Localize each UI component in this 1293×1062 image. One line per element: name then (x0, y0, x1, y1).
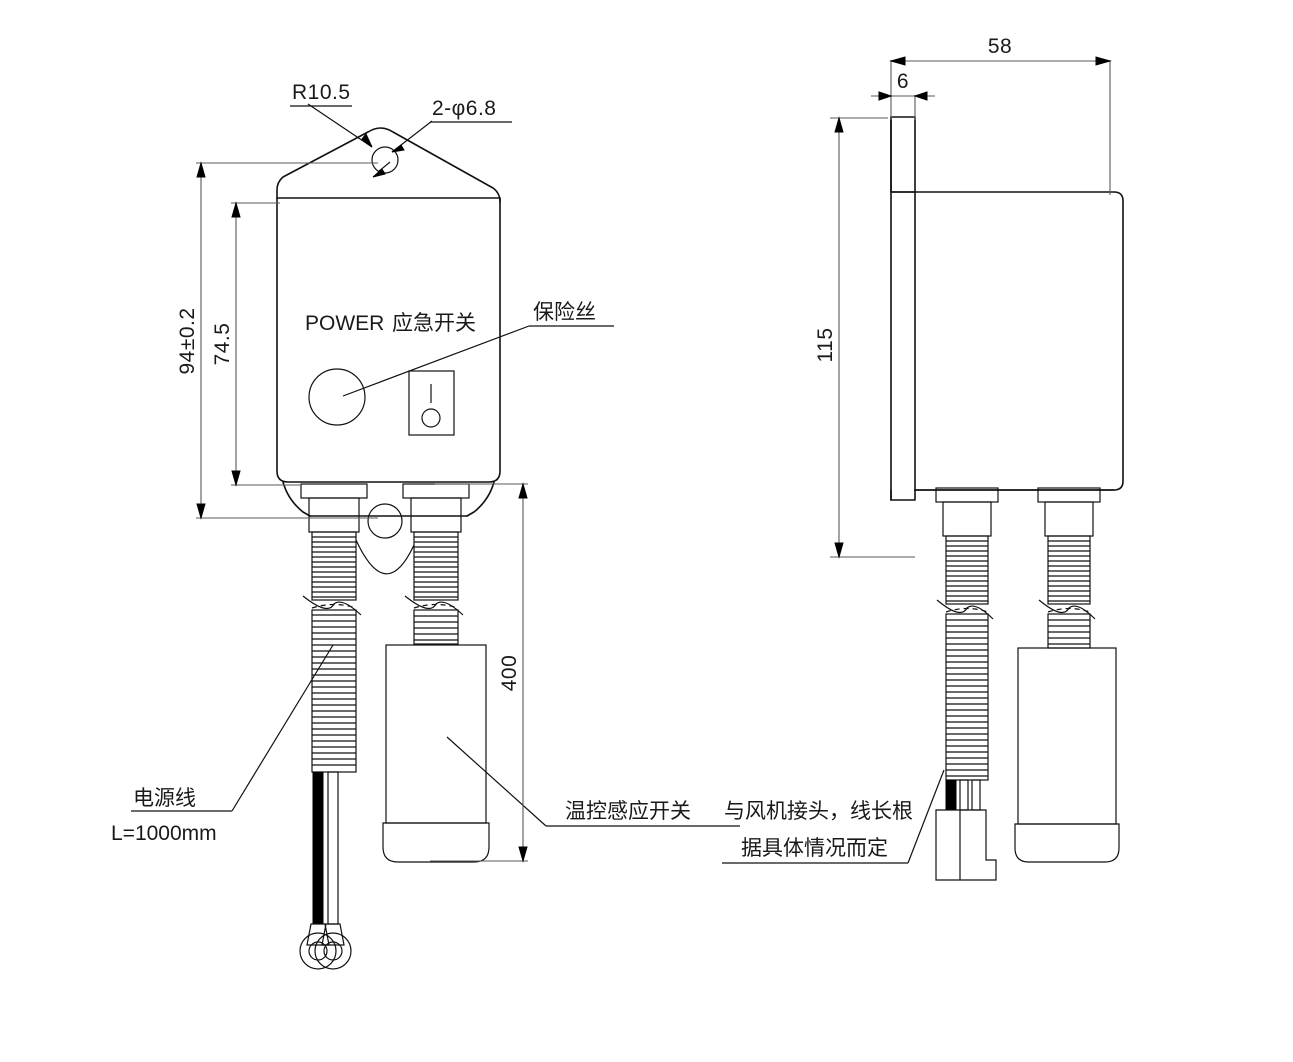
emergency-rocker-switch[interactable] (408, 370, 455, 436)
corrugated-conduit-left-lower (311, 609, 357, 773)
gland-loop (355, 539, 415, 575)
housing-top-bracket (276, 127, 501, 203)
front-view: POWER 应急开关 保险丝 (111, 81, 740, 970)
side-cable-gland-right (1014, 487, 1120, 863)
side-corrugated-right-upper (1047, 535, 1091, 605)
power-cable-leader (131, 644, 334, 812)
housing-body (276, 197, 501, 483)
side-break-mark-left (936, 599, 994, 620)
cable-gland-left (299, 483, 368, 970)
label-fan-connector-line2: 据具体情况而定 (741, 836, 888, 860)
side-corrugated-left-lower (945, 613, 989, 781)
cable-gland-right (382, 483, 490, 863)
mounting-hole-bottom (367, 503, 403, 539)
dim-text-2-phi-6-8: 2-φ6.8 (432, 97, 496, 120)
ring-terminal-lugs (299, 923, 352, 970)
round-fuse-holder[interactable] (308, 368, 366, 426)
dim-94 (196, 161, 378, 520)
rocker-switch-off-mark (421, 408, 441, 428)
fuse-leader (342, 325, 614, 397)
label-power-cable: 电源线 (133, 786, 196, 810)
label-fuse: 保险丝 (533, 300, 596, 324)
label-power-cable-length: L=1000mm (111, 822, 217, 845)
dim-400 (430, 482, 528, 863)
break-mark-right (404, 595, 464, 616)
fan-connector-leader (722, 769, 945, 864)
dim-58 (889, 56, 1112, 195)
dim-text-94: 94±0.2 (176, 307, 199, 374)
dim-text-58: 58 (988, 35, 1012, 58)
break-mark-left (302, 595, 362, 616)
housing-bottom-skirt-right (466, 481, 495, 517)
label-emergency-switch: 应急开关 (392, 311, 476, 335)
label-power: POWER (305, 312, 384, 335)
side-view: 与风机接头，线长根 据具体情况而定 58 6 115 (722, 35, 1124, 881)
dim-text-400: 400 (498, 655, 521, 692)
side-wire-3 (971, 779, 981, 811)
dim-6 (871, 91, 935, 120)
corrugated-conduit-left (311, 531, 357, 601)
housing-bottom-skirt (282, 481, 311, 517)
corrugated-conduit-right (413, 531, 459, 601)
wire-white (327, 771, 339, 925)
label-temp-switch: 温控感应开关 (565, 799, 691, 823)
wire-black (312, 771, 324, 925)
side-break-mark-right (1038, 599, 1096, 620)
side-corrugated-left-upper (945, 535, 989, 605)
side-sensor-probe-body (1017, 647, 1117, 825)
dim-text-115: 115 (814, 328, 837, 363)
temperature-sensor-probe-body (385, 644, 487, 824)
mounting-hole-top (371, 146, 399, 174)
fan-connector-housing (935, 809, 997, 881)
corrugated-conduit-right-lower (413, 609, 459, 645)
side-wire-white (959, 779, 969, 811)
side-cable-gland-left (935, 487, 999, 881)
side-sensor-probe-tip (1014, 823, 1120, 863)
side-corrugated-right-lower (1047, 613, 1091, 649)
dim-115 (830, 116, 915, 559)
dim-r10-5 (290, 103, 373, 148)
dim-2-phi-6-8 (372, 120, 512, 178)
label-fan-connector-line1: 与风机接头，线长根 (724, 799, 913, 823)
side-housing-body (890, 191, 1124, 501)
dim-text-r10-5: R10.5 (292, 81, 351, 104)
dim-text-74-5: 74.5 (211, 323, 234, 366)
side-wire-black (945, 779, 957, 811)
temperature-sensor-probe-tip (382, 822, 490, 863)
temp-sensor-leader (446, 736, 740, 827)
dim-74-5 (231, 201, 300, 487)
side-mount-tab (890, 116, 916, 193)
dim-text-6: 6 (897, 70, 909, 93)
